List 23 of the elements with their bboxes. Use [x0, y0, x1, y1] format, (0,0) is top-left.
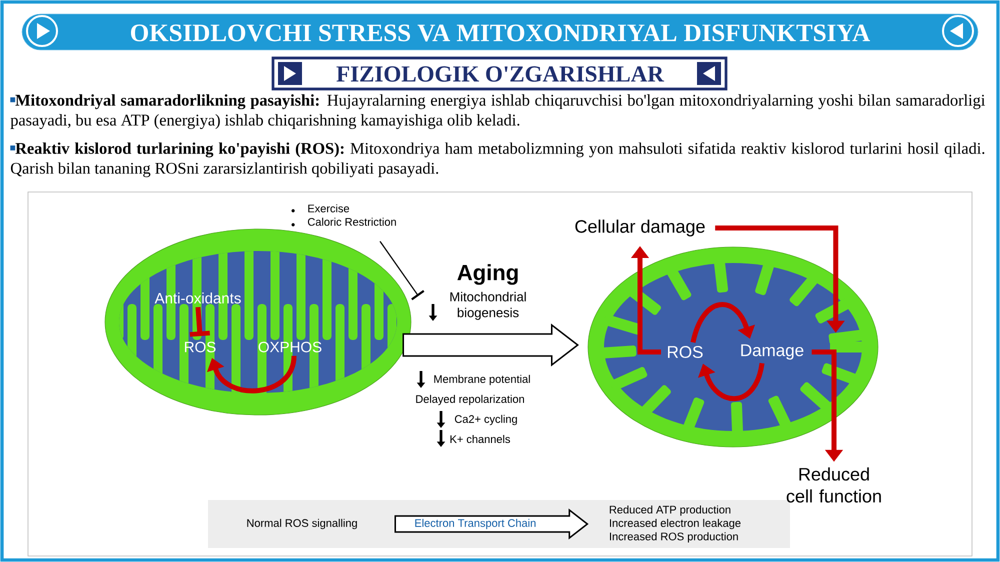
arrow — [698, 362, 764, 401]
arrow — [690, 302, 756, 344]
subtitle-banner: FIZIOLOGIK O'ZGARISHLAR — [272, 56, 728, 90]
title-banner: OKSIDLOVCHI STRESS VA MITOXONDRIYAL DISFUNKTSIYA — [22, 14, 978, 50]
inhibition-line — [190, 306, 210, 337]
effect-label: K+ channels — [450, 434, 510, 444]
effect-label: Membrane potential — [434, 374, 530, 386]
block-arrow — [402, 323, 579, 367]
pathway-label: Normal ROS signalling — [247, 518, 357, 530]
effect-label: Delayed repolarization — [416, 394, 524, 406]
effect-label: Ca2+ cycling — [454, 414, 517, 426]
bullet-list: Exercise Caloric Restriction — [308, 204, 396, 226]
edge-label: Electron Transport Chain — [413, 518, 538, 530]
mitochondrion-drawing — [104, 228, 412, 416]
mitochondrion-drawing — [588, 246, 878, 448]
cycle-label: ROS — [668, 346, 703, 358]
cycle-label: Damage — [741, 344, 804, 360]
aging-heading: Aging Mitochondrial biogenesis — [450, 264, 526, 320]
paragraph: Reaktiv kislorod turlarining ko'payishi (ROS): Mitoxondriya ham metabolizmning yon mahsuloti sifatida reaktiv kislorod turlarini hosil qiladi. Qarish bilan tananing ROSni zararsizlantirish qobiliyati pasayadi. — [10, 142, 984, 178]
outcome-label: Reduced cell function — [786, 467, 881, 503]
result-list: Reduced ATP production Increased electron leakage Increased ROS production — [610, 505, 741, 543]
paragraph: Mitoxondriyal samaradorlikning pasayishi: Hujayralarning energiya ishlab chiqaruvchisi bo'lgan mitoxondriyalarning yoshi bilan samaradorligi pasayadi, bu esa ATP (energiya) ishlab chiqarishning kamayishiga olib keladi. — [10, 94, 986, 129]
outcome-label: Cellular damage — [575, 220, 705, 236]
